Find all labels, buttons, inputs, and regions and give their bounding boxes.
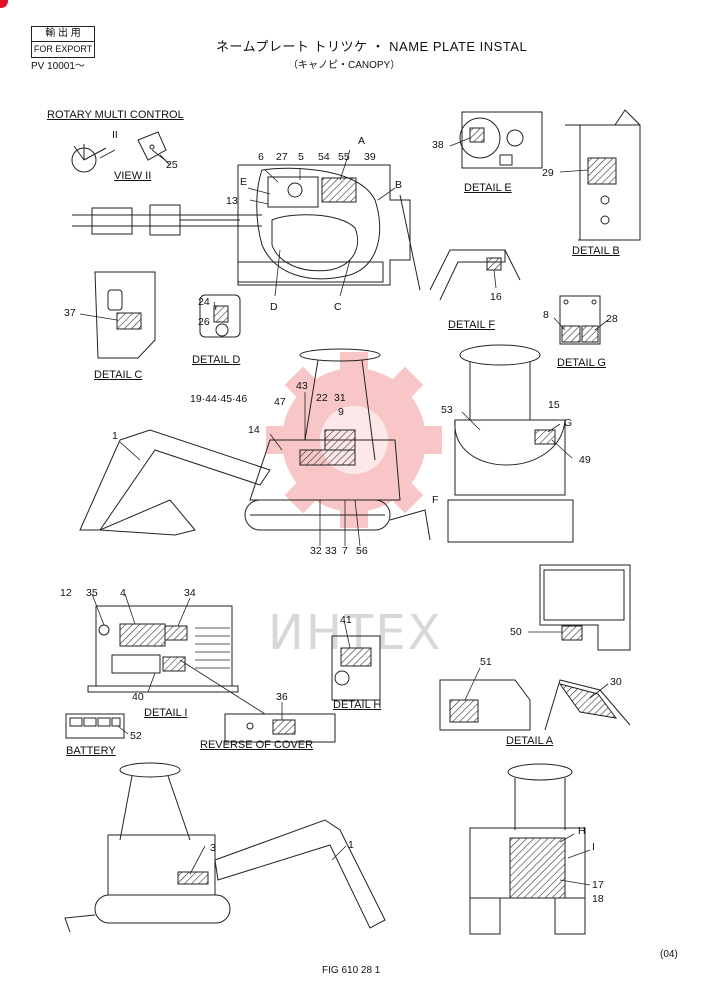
callout-4: 4 bbox=[120, 587, 126, 599]
callout-56: 56 bbox=[356, 545, 368, 557]
caption-rotary-multi-control: ROTARY MULTI CONTROL bbox=[47, 109, 184, 121]
reverse-cover-figure bbox=[224, 713, 336, 743]
caption-detail-c: DETAIL C bbox=[94, 369, 143, 381]
detail-a-figure bbox=[439, 564, 631, 731]
callout-30: 30 bbox=[610, 676, 622, 688]
callout-38: 38 bbox=[432, 139, 444, 151]
callout-28: 28 bbox=[606, 313, 618, 325]
caption-detail-a: DETAIL A bbox=[506, 735, 554, 747]
callout-9: 9 bbox=[338, 406, 344, 418]
page-corner-marker bbox=[0, 0, 8, 8]
callout-53: 53 bbox=[441, 404, 453, 416]
detail-h-figure bbox=[331, 635, 381, 701]
detail-e-figure bbox=[459, 111, 543, 169]
excavator-bottom-right-figure bbox=[469, 763, 586, 935]
top-view-figure bbox=[72, 164, 421, 291]
detail-c-figure bbox=[94, 271, 156, 359]
callout-24: 24 bbox=[198, 296, 210, 308]
callout-52: 52 bbox=[130, 730, 142, 742]
callout-13: 13 bbox=[226, 195, 238, 207]
callout-c: C bbox=[334, 301, 342, 313]
caption-detail-i: DETAIL I bbox=[144, 707, 188, 719]
callout-18: 18 bbox=[592, 893, 604, 905]
export-stamp-en: FOR EXPORT bbox=[33, 44, 93, 54]
callout-14: 14 bbox=[248, 424, 260, 436]
excavator-bottom-left-figure bbox=[64, 762, 386, 933]
page-title: ネームプレート トリツケ ・ NAME PLATE INSTAL bbox=[216, 39, 528, 54]
callout-16: 16 bbox=[490, 291, 502, 303]
caption-detail-h: DETAIL H bbox=[333, 699, 382, 711]
battery-figure bbox=[65, 713, 125, 739]
callout-27: 27 bbox=[276, 151, 288, 163]
callout-36: 36 bbox=[276, 691, 288, 703]
callout-26: 26 bbox=[198, 316, 210, 328]
callout-49: 49 bbox=[579, 454, 591, 466]
callout-5: 5 bbox=[298, 151, 304, 163]
caption-reverse-of-cover: REVERSE OF COVER bbox=[200, 739, 314, 751]
callout-h: H bbox=[578, 825, 586, 837]
detail-g-figure bbox=[559, 295, 601, 345]
serial-number: PV 10001～ bbox=[31, 61, 85, 72]
detail-d-figure bbox=[199, 294, 241, 338]
caption-battery: BATTERY bbox=[66, 745, 116, 757]
callout-55: 55 bbox=[338, 151, 350, 163]
caption-detail-f: DETAIL F bbox=[448, 319, 496, 331]
callout-32: 32 bbox=[310, 545, 322, 557]
export-stamp: 輸 出 用 FOR EXPORT bbox=[31, 26, 95, 58]
detail-i-figure bbox=[87, 605, 239, 693]
caption-detail-b: DETAIL B bbox=[572, 245, 620, 257]
rotary-control-figure bbox=[71, 131, 171, 173]
callout-43: 43 bbox=[296, 380, 308, 392]
callout-6: 6 bbox=[258, 151, 264, 163]
callout-b: B bbox=[395, 179, 403, 191]
callout-8: 8 bbox=[543, 309, 549, 321]
excavator-rear-figure bbox=[447, 344, 574, 543]
callout-1-side: 1 bbox=[112, 430, 118, 442]
caption-detail-d: DETAIL D bbox=[192, 354, 241, 366]
callout-29: 29 bbox=[542, 167, 554, 179]
figure-number: FIG 610 28 1 bbox=[322, 965, 381, 976]
callout-50: 50 bbox=[510, 626, 522, 638]
page-subtitle: （キャノピ・CANOPY） bbox=[288, 60, 401, 71]
callout-34: 34 bbox=[184, 587, 196, 599]
export-stamp-jp: 輸 出 用 bbox=[32, 27, 94, 42]
callout-7: 7 bbox=[342, 545, 348, 557]
detail-b-figure bbox=[565, 109, 641, 241]
callout-a: A bbox=[358, 135, 366, 147]
callout-51: 51 bbox=[480, 656, 492, 668]
callout-i: I bbox=[592, 841, 595, 853]
callout-35: 35 bbox=[86, 587, 98, 599]
excavator-side-figure bbox=[79, 348, 431, 541]
caption-detail-g: DETAIL G bbox=[557, 357, 606, 369]
leader-lines bbox=[79, 137, 609, 886]
callout-17: 17 bbox=[592, 879, 604, 891]
page-code: (04) bbox=[660, 949, 678, 960]
callout-33: 33 bbox=[325, 545, 337, 557]
callout-3: 3 bbox=[210, 842, 216, 854]
callout-12: 12 bbox=[60, 587, 72, 599]
callout-40: 40 bbox=[132, 691, 144, 703]
callout-25: 25 bbox=[166, 159, 178, 171]
callout-1-bottom: 1 bbox=[348, 839, 354, 851]
callout-47: 47 bbox=[274, 396, 286, 408]
callout-d: D bbox=[270, 301, 278, 313]
callout-22: 22 bbox=[316, 392, 328, 404]
callout-f: F bbox=[432, 494, 439, 506]
callout-g: G bbox=[564, 417, 573, 429]
caption-detail-e: DETAIL E bbox=[464, 182, 512, 194]
callout-ii: II bbox=[112, 129, 118, 141]
callout-39: 39 bbox=[364, 151, 376, 163]
caption-view-ii: VIEW II bbox=[114, 170, 152, 182]
callout-31: 31 bbox=[334, 392, 346, 404]
callout-37: 37 bbox=[64, 307, 76, 319]
callout-15: 15 bbox=[548, 399, 560, 411]
callout-e: E bbox=[240, 176, 248, 188]
callout-19-44-45-46: 19·44·45·46 bbox=[190, 393, 248, 405]
callout-54: 54 bbox=[318, 151, 330, 163]
detail-f-figure bbox=[429, 249, 521, 301]
callout-41: 41 bbox=[340, 614, 352, 626]
